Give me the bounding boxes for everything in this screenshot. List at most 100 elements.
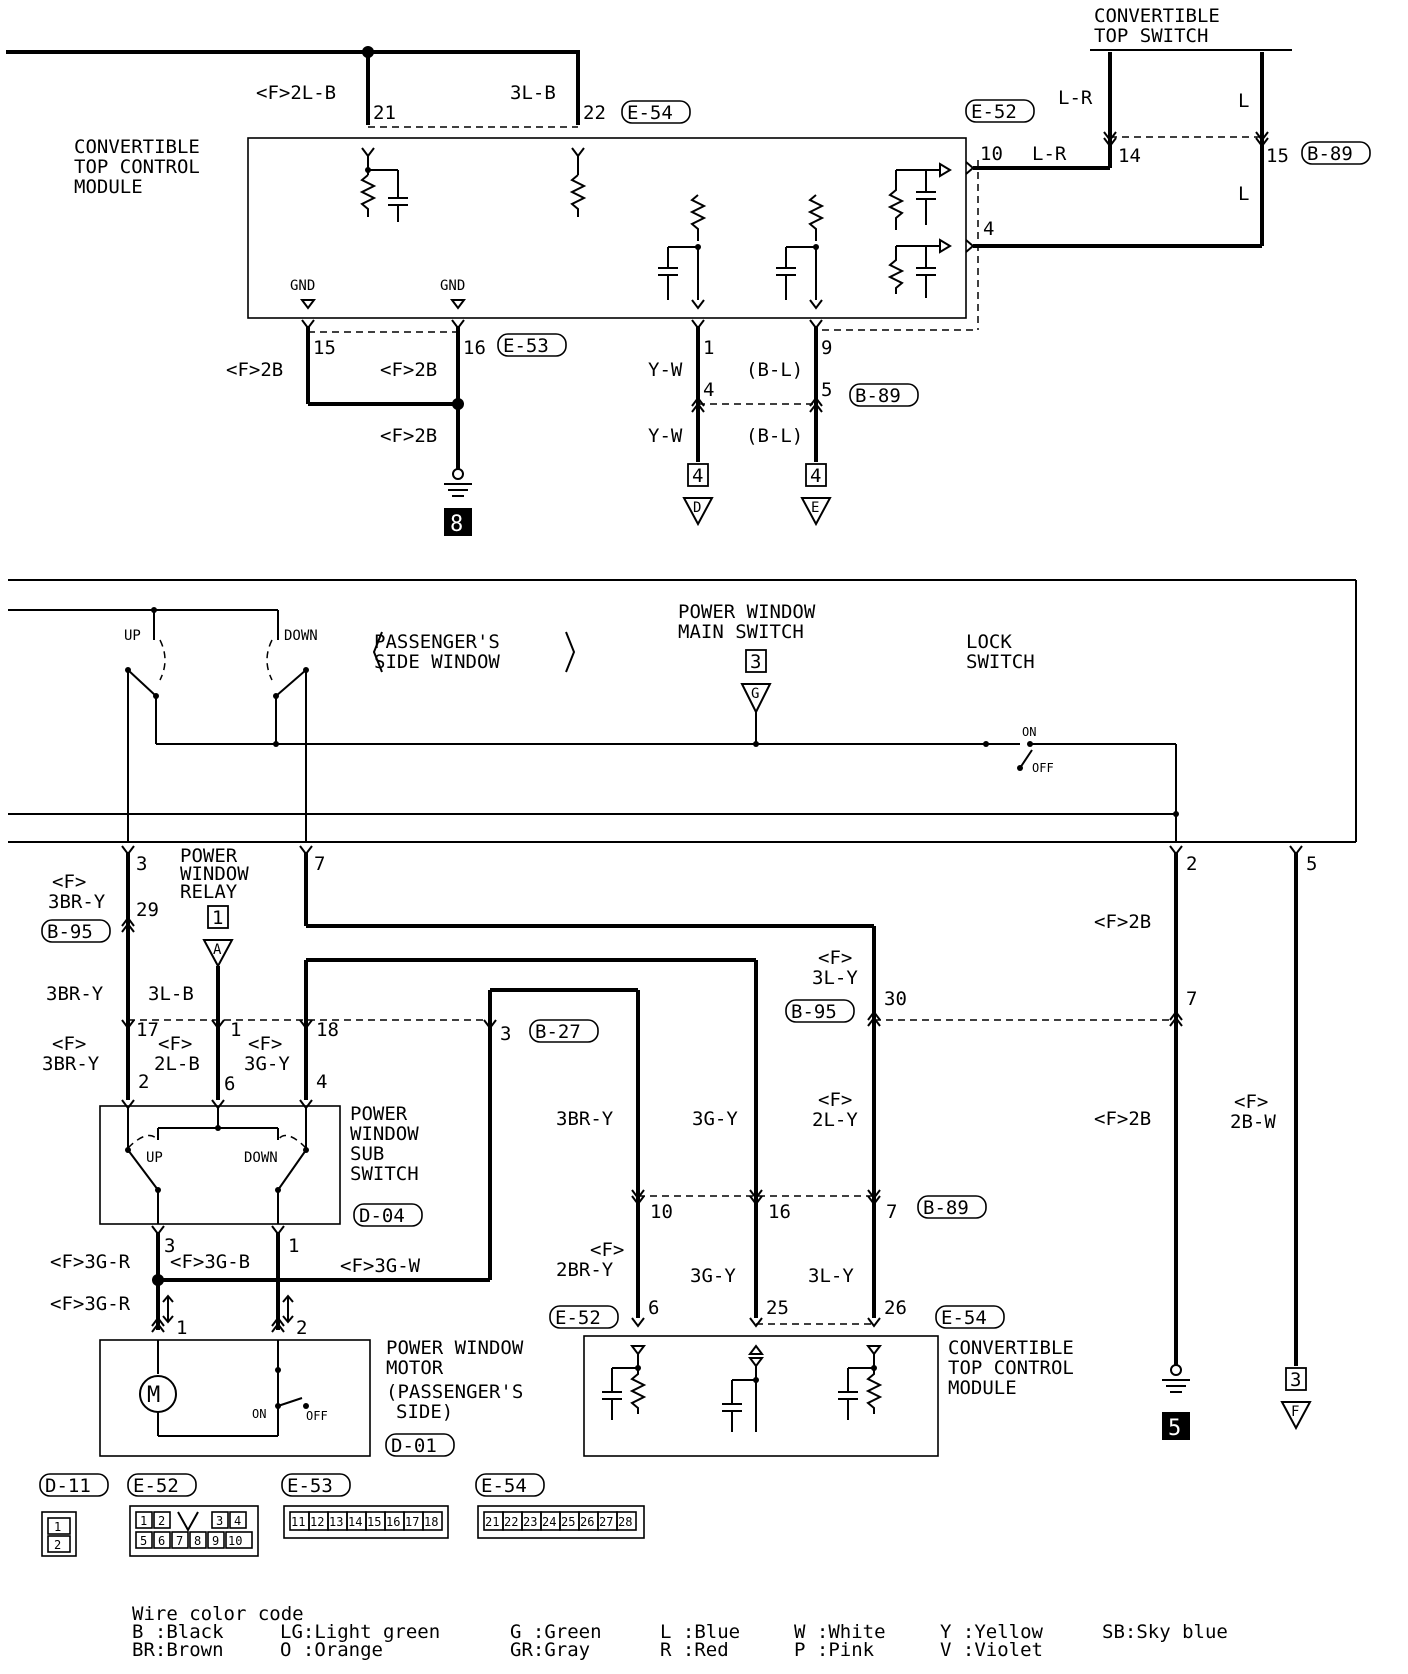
wire-f-2bw: <F> [1234, 1091, 1268, 1113]
legend-sb: SB:Sky blue [1102, 1621, 1228, 1643]
pin-6-e52: 6 [648, 1297, 659, 1319]
relay-label-1: POWER [180, 845, 238, 867]
pinout-e53-14: 14 [348, 1515, 362, 1529]
pinout-e54-28: 28 [618, 1515, 632, 1529]
module-bottom-label-1: CONVERTIBLE [948, 1337, 1074, 1359]
wire-3bry-3: 3BR-Y [42, 1053, 100, 1075]
wire-3gr-1: <F>3G-R [50, 1251, 131, 1273]
pinout-e53-15: 15 [367, 1515, 381, 1529]
top-section: <F>2L-B 3L-B 21 22 E-54 CONVERTIBLE TOP … [6, 5, 1371, 537]
wire-f-3bry: <F> [52, 1033, 86, 1055]
motor-label-2: MOTOR [386, 1357, 444, 1379]
connector-b27: B-27 [535, 1021, 581, 1043]
pin-7-b89: 7 [886, 1201, 897, 1223]
wire-lr-2: L-R [1032, 143, 1067, 165]
wire-2ly: 2L-Y [812, 1109, 858, 1131]
sub-switch-label-1: POWER [350, 1103, 408, 1125]
ref-box-1-a: 1 [212, 907, 223, 929]
pin-2-main: 2 [1186, 853, 1197, 875]
lock-off-label: OFF [1032, 761, 1054, 775]
legend-v: V :Violet [940, 1639, 1043, 1661]
top-switch-label-1: CONVERTIBLE [1094, 5, 1220, 27]
module-top-label-3: MODULE [74, 176, 143, 198]
wire-f-1: <F> [52, 871, 86, 893]
connector-b95-left: B-95 [47, 921, 93, 943]
pinout-e53-13: 13 [329, 1515, 343, 1529]
legend-gr: GR:Gray [510, 1639, 590, 1661]
wire-bl-1: (B-L) [746, 359, 803, 381]
sub-down-label: DOWN [244, 1150, 278, 1166]
pinout-e53-16: 16 [386, 1515, 400, 1529]
pin-25: 25 [766, 1297, 789, 1319]
pin-1-motor: 1 [176, 1317, 187, 1339]
wire-color-legend: Wire color code B :Black BR:Brown LG:Lig… [132, 1603, 1228, 1661]
pin-9-top: 9 [821, 337, 832, 359]
arrow-f: F [1291, 1404, 1299, 1420]
pin-30: 30 [884, 988, 907, 1010]
ground-ref-8: 8 [450, 512, 463, 537]
lock-switch-2: SWITCH [966, 651, 1035, 673]
pin-2-motor: 2 [296, 1317, 307, 1339]
pinout-e53-12: 12 [310, 1515, 324, 1529]
wire-yw-2: Y-W [648, 425, 683, 447]
pin-15-switch: 15 [1266, 145, 1289, 167]
pinout-e52-1: 1 [140, 1514, 147, 1528]
wire-2bw: 2B-W [1230, 1111, 1276, 1133]
wire-2lb: 2L-B [154, 1053, 200, 1075]
main-switch-section: UP DOWN ON OFF POWER WINDOW MAIN SWITCH … [8, 579, 1357, 843]
pin-1-b27: 1 [230, 1019, 241, 1041]
connector-b89-top: B-89 [1307, 143, 1353, 165]
bottom-section: 3 <F> 3BR-Y 29 B-95 POWER WINDOW RELAY 1… [41, 845, 1317, 1457]
relay-label-2: WINDOW [180, 863, 249, 885]
connector-e52-bottom: E-52 [555, 1307, 601, 1329]
wire-yw-1: Y-W [648, 359, 683, 381]
wire-l-2: L [1238, 183, 1249, 205]
wire-3gw: <F>3G-W [340, 1255, 421, 1277]
connector-e52-top: E-52 [971, 101, 1017, 123]
wire-f2b-c: <F>2B [380, 425, 437, 447]
wire-f-3gy: <F> [248, 1033, 282, 1055]
pinout-e52-cells: 1 2 3 4 5 6 7 8 9 10 [135, 1511, 253, 1549]
pinout-e54-24: 24 [542, 1515, 556, 1529]
pin-21: 21 [373, 102, 396, 124]
ref-box-4-d: 4 [692, 465, 703, 487]
wire-3lb-2: 3L-B [148, 983, 194, 1005]
lock-switch-1: LOCK [966, 631, 1012, 653]
convertible-top-control-module-bottom [583, 1335, 939, 1457]
wire-3lb-top: 3L-B [510, 82, 556, 104]
motor-m-symbol: M [147, 1383, 160, 1408]
pin-14: 14 [1118, 145, 1141, 167]
pinout-label-e53: E-53 [287, 1475, 333, 1497]
pin-5-main: 5 [1306, 853, 1317, 875]
module-top-label-1: CONVERTIBLE [74, 136, 200, 158]
ref-box-3-f: 3 [1290, 1369, 1301, 1391]
pinout-e54-25: 25 [561, 1515, 575, 1529]
pinout-e52-4: 4 [234, 1514, 241, 1528]
pin-4-sub: 4 [316, 1071, 327, 1093]
module-bottom-label-3: MODULE [948, 1377, 1017, 1399]
pin-3-main: 3 [136, 853, 147, 875]
pin-5-top: 5 [821, 379, 832, 401]
pin-7-b95: 7 [1186, 988, 1197, 1010]
pinout-e52-3: 3 [216, 1514, 223, 1528]
legend-l: L :Blue [660, 1621, 740, 1643]
wire-3bry-1: 3BR-Y [48, 891, 106, 913]
pin-16-gnd: 16 [463, 337, 486, 359]
pinout-label-e52: E-52 [133, 1475, 179, 1497]
wire-l-1: L [1238, 90, 1249, 112]
pin-15-gnd: 15 [313, 337, 336, 359]
pin-10-b89: 10 [650, 1201, 673, 1223]
wire-f2b-b: <F>2B [380, 359, 437, 381]
module-bottom-label-2: TOP CONTROL [948, 1357, 1074, 1379]
wire-2bry: 2BR-Y [556, 1259, 614, 1281]
legend-title: Wire color code [132, 1603, 304, 1625]
pin-4-bottom: 4 [703, 379, 714, 401]
pinout-e52-10: 10 [228, 1534, 242, 1548]
connector-e53: E-53 [503, 335, 549, 357]
pinout-e52-9: 9 [212, 1534, 219, 1548]
pinout-label-e54: E-54 [481, 1475, 527, 1497]
pinout-e52-5: 5 [140, 1534, 147, 1548]
connector-b95-right: B-95 [791, 1001, 837, 1023]
pin-4-top: 4 [983, 218, 994, 240]
pinout-e54-26: 26 [580, 1515, 594, 1529]
